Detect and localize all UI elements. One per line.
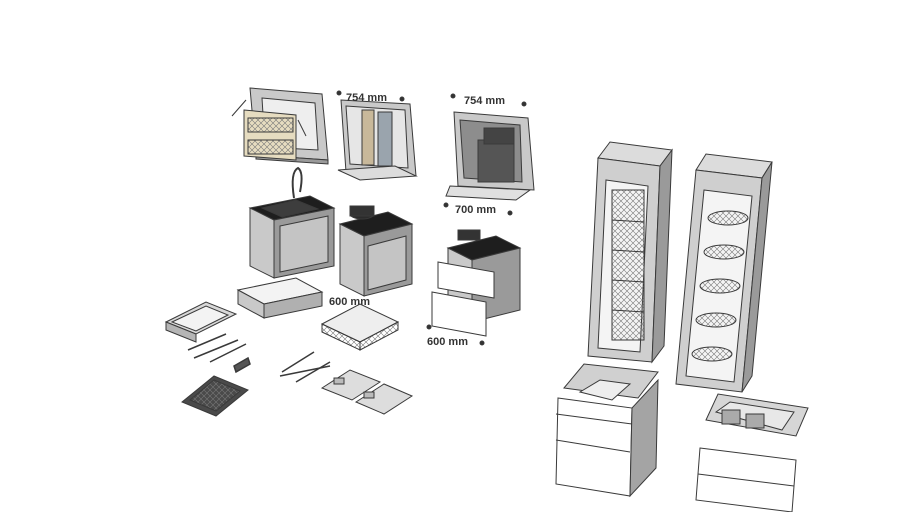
tall-pantry-cabinet-right [675,153,773,393]
cutlery-tray [181,375,249,417]
sink-base-cabinet [248,166,336,279]
wire-basket-drawer [320,303,400,351]
wall-cabinet-dish-rack [231,87,329,165]
drawer-organizer-inserts [320,369,414,415]
dimension-label-wall-cabinet: 754 mm [346,92,387,104]
base-drawer-unit-left [555,363,659,498]
drawer-box-with-rails [236,277,324,319]
drawer-slide-rails [187,333,251,374]
wall-cabinet-range-hood [443,93,535,216]
dimension-label-hood-width: 754 mm [464,95,505,107]
drawer-runners-pair [279,351,331,383]
drawer-box-open [164,301,238,343]
dimension-label-drawer-base: 600 mm [427,336,468,348]
drawer-base-cooktop [426,229,522,346]
tall-pantry-cabinet-left [587,141,673,364]
wall-cabinet-lift-door [336,90,418,181]
dimension-label-hood-depth: 700 mm [455,204,496,216]
cooktop-base-cabinet [338,205,414,297]
base-drawer-unit-right [695,393,809,512]
